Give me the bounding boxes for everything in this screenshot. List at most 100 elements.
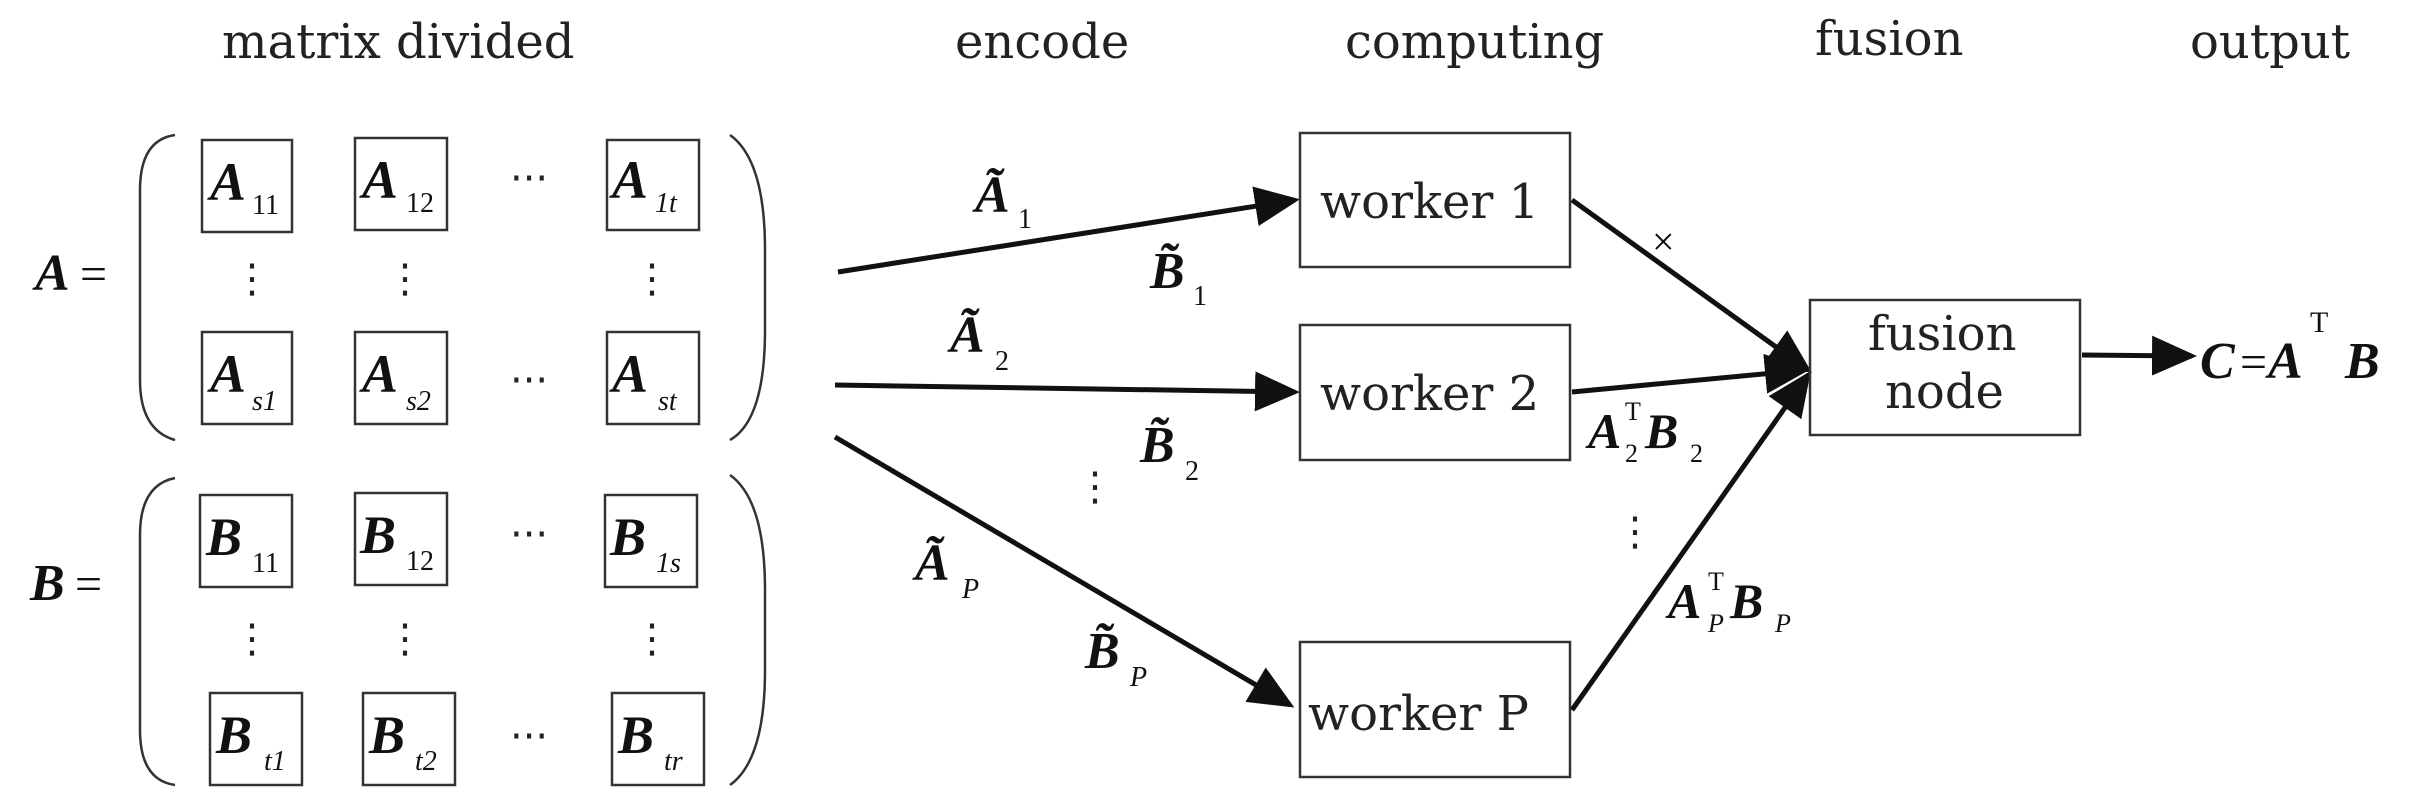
label-a-tilde-p: Ã P: [912, 535, 979, 605]
svg-text:B: B: [2344, 333, 2380, 390]
matrix-b-cell-t1: B t1: [208, 691, 304, 787]
svg-text:A: A: [32, 245, 70, 302]
header-output: output: [2190, 14, 2350, 70]
svg-text:2: 2: [995, 346, 1009, 377]
matrix-a-cell-1t: A 1t: [605, 138, 701, 232]
svg-text:worker 1: worker 1: [1320, 174, 1539, 230]
svg-text:=: =: [2240, 336, 2267, 389]
arrow-encode-to-worker-1: [837, 186, 1300, 275]
svg-text:A: A: [207, 344, 246, 404]
matrix-b-label: B =: [29, 555, 102, 612]
svg-text:B̃: B̃: [1139, 417, 1175, 474]
svg-text:P: P: [1129, 662, 1147, 693]
matrix-b-right-bracket: [729, 473, 767, 787]
matrix-a-cell-st: A st: [605, 330, 701, 426]
svg-text:t1: t1: [264, 746, 286, 777]
svg-text:node: node: [1885, 364, 2004, 420]
header-encode: encode: [955, 14, 1129, 70]
svg-text:1: 1: [1018, 204, 1032, 235]
products-vdots: ⋮: [1615, 509, 1655, 555]
matrix-b-row1-hdots: ···: [510, 512, 548, 558]
matrix-a-label: A =: [32, 245, 107, 302]
matrix-a-col3-vdots: ⋮: [632, 256, 672, 302]
svg-text:2: 2: [1625, 439, 1638, 468]
svg-text:B: B: [29, 555, 65, 612]
matrix-b-cell-12: B 12: [353, 491, 449, 587]
worker-p-box: worker P: [1298, 640, 1572, 779]
svg-text:st: st: [658, 386, 678, 417]
arrow-encode-to-worker-p: [833, 434, 1295, 708]
matrix-a-row2-hdots: ···: [510, 358, 548, 404]
label-a-tilde-2: Ã 2: [947, 307, 1009, 377]
svg-text:B̃: B̃: [1084, 623, 1120, 680]
svg-text:t2: t2: [415, 746, 437, 777]
matrix-b-row2-hdots: ···: [510, 714, 548, 760]
svg-text:1s: 1s: [656, 548, 681, 579]
svg-text:11: 11: [252, 190, 279, 221]
matrix-a-row1-hdots: ···: [510, 156, 548, 202]
svg-text:B: B: [368, 705, 405, 765]
matrix-b-cell-tr: B tr: [610, 691, 706, 787]
matrix-a-cell-s1: A s1: [200, 330, 294, 426]
svg-text:=: =: [75, 558, 102, 611]
matrix-b-cell-11: B 11: [198, 493, 294, 589]
svg-text:P: P: [1774, 609, 1791, 638]
svg-text:T: T: [1708, 567, 1724, 596]
product-worker-p: A T P B P: [1665, 567, 1791, 638]
svg-text:s2: s2: [406, 386, 431, 417]
svg-text:worker 2: worker 2: [1320, 366, 1539, 422]
matrix-b-col3-vdots: ⋮: [632, 616, 672, 662]
svg-text:fusion: fusion: [1868, 306, 2016, 362]
matrix-b-col1-vdots: ⋮: [232, 616, 272, 662]
svg-text:2: 2: [1185, 456, 1199, 487]
label-b-tilde-1: B̃ 1: [1149, 243, 1207, 312]
svg-text:B: B: [215, 705, 252, 765]
label-a-tilde-1: Ã 1: [972, 167, 1032, 235]
svg-text:A: A: [1585, 403, 1621, 459]
matrix-a-col1-vdots: ⋮: [232, 256, 272, 302]
svg-text:=: =: [80, 248, 107, 301]
matrix-a-right-bracket: [729, 133, 767, 442]
svg-text:B: B: [617, 705, 654, 765]
arrow-worker-1-to-fusion: [1570, 197, 1813, 373]
svg-text:T: T: [2310, 306, 2328, 339]
svg-text:B: B: [609, 507, 646, 567]
matrix-a-cell-11: A 11: [200, 138, 294, 234]
worker-1-box: worker 1: [1298, 131, 1572, 269]
svg-text:1: 1: [1193, 281, 1207, 312]
label-b-tilde-2: B̃ 2: [1139, 417, 1199, 487]
svg-text:Ã: Ã: [912, 535, 950, 592]
svg-text:B: B: [359, 505, 396, 565]
svg-text:A: A: [359, 150, 398, 210]
svg-text:A: A: [609, 150, 648, 210]
svg-text:11: 11: [252, 548, 279, 579]
worker-2-box: worker 2: [1298, 323, 1572, 462]
matrix-a-cell-s2: A s2: [353, 330, 449, 426]
svg-text:12: 12: [406, 546, 434, 577]
svg-text:B̃: B̃: [1149, 243, 1185, 300]
svg-text:P: P: [1707, 609, 1724, 638]
encode-vdots: ⋮: [1075, 464, 1115, 510]
svg-text:A: A: [359, 344, 398, 404]
arrow-worker-2-to-fusion: [1571, 353, 1810, 395]
svg-text:P: P: [961, 574, 979, 605]
svg-text:T: T: [1625, 397, 1641, 426]
arrow-encode-to-worker-2: [834, 371, 1300, 412]
svg-text:Ã: Ã: [972, 167, 1010, 224]
matrix-b-col2-vdots: ⋮: [385, 616, 425, 662]
matrix-b-cell-1s: B 1s: [603, 493, 699, 589]
header-fusion: fusion: [1815, 11, 1963, 67]
matrix-a-col2-vdots: ⋮: [385, 256, 425, 302]
output-equation: C = A T B: [2200, 306, 2380, 390]
svg-text:1t: 1t: [655, 188, 678, 219]
svg-text:A: A: [1665, 573, 1701, 629]
header-matrix-divided: matrix divided: [222, 14, 574, 70]
arrow-fusion-to-output: [2081, 335, 2197, 376]
header-computing: computing: [1345, 14, 1604, 70]
matrix-b-left-bracket: [138, 476, 176, 787]
svg-text:B: B: [205, 507, 242, 567]
svg-text:A: A: [609, 344, 648, 404]
svg-text:B: B: [1729, 573, 1763, 629]
svg-text:A: A: [207, 152, 246, 212]
